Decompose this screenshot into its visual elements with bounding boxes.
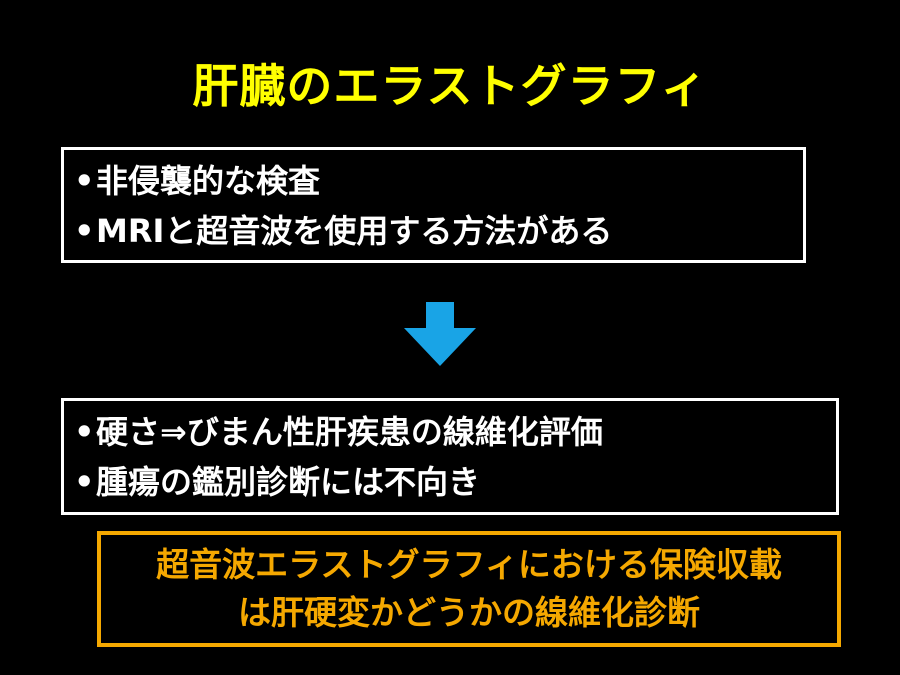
bullet-item: • 非侵襲的な検査	[74, 156, 803, 206]
note-line: 超音波エラストグラフィにおける保険収載	[156, 545, 782, 584]
down-arrow-shape	[404, 302, 476, 366]
bullet-text: MRIと超音波を使用する方法がある	[96, 212, 613, 250]
down-arrow-icon	[404, 302, 476, 366]
bullet-dot-icon: •	[74, 463, 95, 501]
bullet-item: • MRIと超音波を使用する方法がある	[74, 206, 803, 256]
summary-box: • 非侵襲的な検査 • MRIと超音波を使用する方法がある	[61, 147, 806, 263]
bullet-dot-icon: •	[74, 212, 95, 250]
detail-box: • 硬さ⇒びまん性肝疾患の線維化評価 • 腫瘍の鑑別診断には不向き	[61, 398, 839, 515]
note-line: は肝硬変かどうかの線維化診断	[238, 593, 700, 632]
bullet-item: • 腫瘍の鑑別診断には不向き	[74, 457, 836, 507]
bullet-text: 非侵襲的な検査	[96, 162, 321, 200]
bullet-text: 腫瘍の鑑別診断には不向き	[96, 463, 481, 501]
bullet-text: 硬さ⇒びまん性肝疾患の線維化評価	[96, 413, 603, 451]
slide-title: 肝臓のエラストグラフィ	[192, 59, 708, 113]
bullet-dot-icon: •	[74, 413, 95, 451]
bullet-item: • 硬さ⇒びまん性肝疾患の線維化評価	[74, 407, 836, 457]
bullet-dot-icon: •	[74, 162, 95, 200]
insurance-note-box: 超音波エラストグラフィにおける保険収載 は肝硬変かどうかの線維化診断	[97, 531, 841, 647]
